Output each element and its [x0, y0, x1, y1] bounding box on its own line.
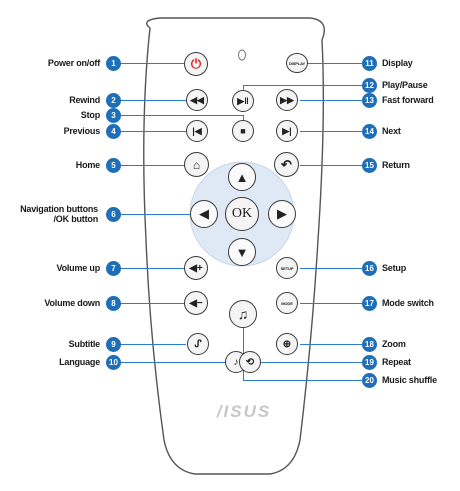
volume-up-button[interactable]: ◀+ [184, 256, 208, 280]
leader-17 [300, 303, 362, 305]
label-play-pause: Play/Pause [382, 80, 428, 90]
label-fast-forward: Fast forward [382, 95, 434, 105]
next-button[interactable]: ▶| [276, 120, 298, 142]
ok-button[interactable]: OK [225, 197, 259, 231]
label-stop: Stop [80, 110, 100, 120]
label-volume-up: Volume up [56, 263, 100, 273]
badge-16: 16 [362, 261, 377, 276]
zoom-button[interactable]: ⊕ [276, 333, 298, 355]
leader-8 [120, 303, 186, 305]
label-home: Home [75, 160, 100, 170]
badge-12: 12 [362, 78, 377, 93]
nav-left-button[interactable]: ◀ [190, 200, 218, 228]
leader-5 [120, 165, 186, 167]
leader-13 [300, 100, 362, 102]
badge-4: 4 [106, 124, 121, 139]
nav-right-button[interactable]: ▶ [268, 200, 296, 228]
play-pause-button[interactable]: ▶‖ [232, 90, 254, 112]
badge-13: 13 [362, 93, 377, 108]
label-setup: Setup [382, 263, 407, 273]
label-display: Display [382, 58, 413, 68]
badge-9: 9 [106, 337, 121, 352]
leader-14 [300, 131, 362, 133]
fast-forward-button[interactable]: ▶▶ [276, 89, 298, 111]
label-zoom: Zoom [382, 339, 406, 349]
leader-10 [120, 362, 226, 364]
label-volume-down: Volume down [44, 298, 100, 308]
badge-7: 7 [106, 261, 121, 276]
leader-20 [243, 380, 362, 382]
label-next: Next [382, 126, 401, 136]
home-button[interactable]: ⌂ [184, 152, 209, 177]
label-language: Language [59, 357, 100, 367]
badge-15: 15 [362, 158, 377, 173]
leader-12-drop [243, 85, 245, 93]
leader-19 [258, 362, 362, 364]
repeat-button[interactable]: ⟲ [239, 351, 261, 373]
nav-up-button[interactable]: ▲ [228, 163, 256, 191]
label-return: Return [382, 160, 410, 170]
display-button[interactable]: DISPLAY [286, 53, 308, 73]
badge-2: 2 [106, 93, 121, 108]
mode-switch-button[interactable]: MODE [276, 292, 298, 314]
leader-9 [120, 344, 186, 346]
leader-16 [300, 268, 362, 270]
stop-button[interactable]: ■ [232, 120, 254, 142]
badge-18: 18 [362, 337, 377, 352]
badge-19: 19 [362, 355, 377, 370]
leader-6 [120, 214, 190, 216]
nav-down-button[interactable]: ▼ [228, 238, 256, 266]
leader-12 [243, 85, 362, 87]
label-music-shuffle: Music shuffle [382, 375, 437, 385]
leader-11 [300, 63, 362, 65]
badge-14: 14 [362, 124, 377, 139]
leader-15 [300, 165, 362, 167]
badge-6: 6 [106, 207, 121, 222]
badge-8: 8 [106, 296, 121, 311]
asus-logo: /ISUS [216, 402, 272, 421]
leader-3 [120, 115, 244, 117]
music-shuffle-button[interactable]: ♫ [229, 300, 257, 328]
label-navigation: Navigation buttons /OK button [20, 204, 98, 224]
badge-3: 3 [106, 108, 121, 123]
label-repeat: Repeat [382, 357, 411, 367]
leader-1 [120, 63, 184, 65]
label-subtitle: Subtitle [68, 339, 101, 349]
power-button[interactable]: ⏻ [184, 52, 208, 76]
rewind-button[interactable]: ◀◀ [186, 89, 208, 111]
leader-7 [120, 268, 186, 270]
leader-3-drop [243, 115, 245, 122]
label-mode-switch: Mode switch [382, 298, 434, 308]
leader-4 [120, 131, 186, 133]
subtitle-button[interactable]: ᔑ [187, 333, 209, 355]
leader-18 [300, 344, 362, 346]
badge-11: 11 [362, 56, 377, 71]
volume-down-button[interactable]: ◀− [184, 291, 208, 315]
label-rewind: Rewind [69, 95, 100, 105]
setup-button[interactable]: SETUP [276, 257, 298, 279]
badge-10: 10 [106, 355, 121, 370]
label-previous: Previous [63, 126, 101, 136]
return-button[interactable]: ↶ [274, 152, 299, 177]
badge-20: 20 [362, 373, 377, 388]
previous-button[interactable]: |◀ [186, 120, 208, 142]
label-power: Power on/off [47, 58, 100, 68]
badge-17: 17 [362, 296, 377, 311]
badge-5: 5 [106, 158, 121, 173]
leader-2 [120, 100, 186, 102]
badge-1: 1 [106, 56, 121, 71]
